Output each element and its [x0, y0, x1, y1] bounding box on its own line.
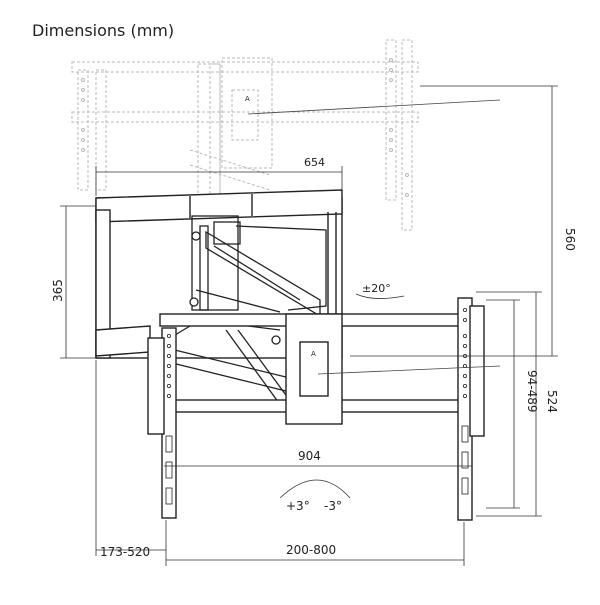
dim-tilt-down: -3° [324, 499, 342, 513]
dim-bracket-height: 524 [545, 390, 559, 413]
tv-bracket [147, 297, 485, 521]
dim-wall-plate-width: 654 [304, 156, 325, 169]
dim-bracket-width: 904 [298, 449, 321, 463]
ghost-position [71, 39, 419, 231]
dim-vesa-vertical: 94-489 [525, 370, 539, 413]
dim-extension: 173-520 [100, 545, 150, 559]
leader-lines [247, 99, 501, 375]
bracket-holes [165, 307, 469, 505]
wall-plate [95, 189, 343, 359]
diagram-title: Dimensions (mm) [32, 21, 175, 40]
dim-vesa-horizontal: 200-800 [286, 543, 336, 557]
lower-marker: A [311, 350, 316, 358]
dim-wall-plate-height: 365 [51, 279, 65, 302]
upper-marker: A [245, 95, 250, 103]
dim-overall-height: 560 [563, 228, 577, 251]
dim-tilt-up: +3° [286, 499, 310, 513]
dimension-lines [60, 85, 558, 566]
dim-swivel: ±20° [362, 282, 391, 295]
